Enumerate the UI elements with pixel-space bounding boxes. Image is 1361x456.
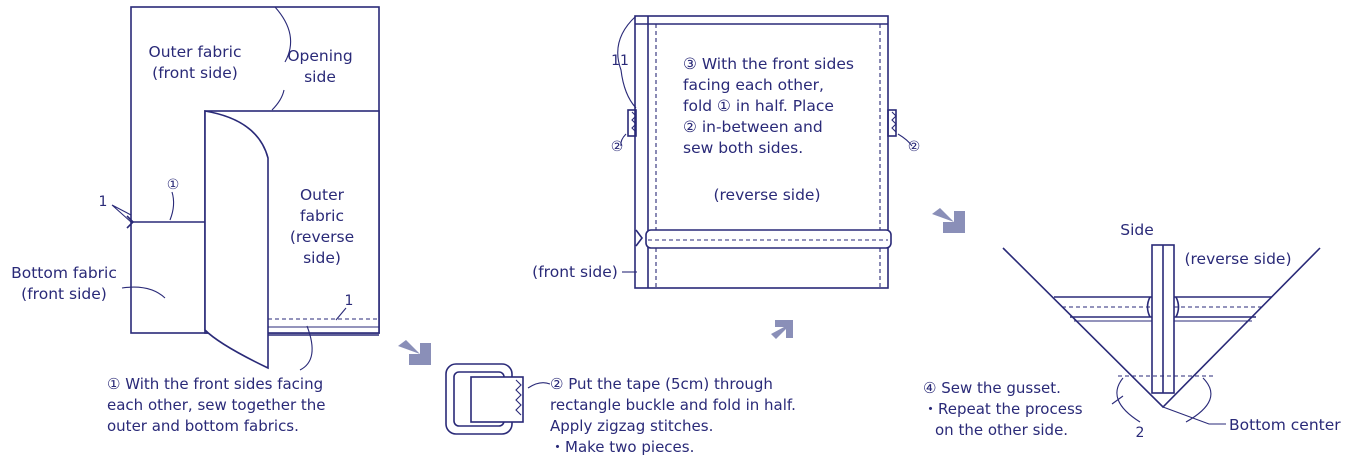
- label-bottom-1: Bottom fabric: [11, 264, 117, 282]
- step2-caption-leader: [527, 382, 551, 389]
- caption-leader: [299, 325, 313, 371]
- step4-caption-line-1: ④ Sew the gusset.: [923, 379, 1061, 397]
- bottom-panel-seam: [645, 229, 892, 249]
- opening-leader-bottom: [271, 89, 285, 111]
- label-outer-front-2: (front side): [152, 64, 238, 82]
- step-arrow-1-icon: [398, 340, 431, 365]
- step1-illustration: Outer fabric (front side) Opening side O…: [11, 6, 380, 435]
- label-outer-rev-4: side): [303, 249, 341, 267]
- label-bottom-center: Bottom center: [1229, 416, 1341, 434]
- tab-right-zigzag: [891, 111, 897, 133]
- zigzag-stitch: [515, 379, 522, 416]
- step2-caption-line-1: ② Put the tape (5cm) through: [550, 375, 773, 393]
- tab-right: [887, 109, 897, 137]
- label-outer-rev-1: Outer: [300, 186, 345, 204]
- step-arrow-3-icon: [932, 208, 965, 233]
- label-bottom-2: (front side): [21, 285, 107, 303]
- dim-2: 2: [1136, 425, 1145, 441]
- dim-left: 1: [99, 194, 108, 210]
- step3-text-line-1: ③ With the front sides: [683, 55, 854, 73]
- step3-illustration: 11 ② ② ③ With the front sides facing eac…: [532, 15, 921, 289]
- bag-body: [634, 15, 889, 289]
- marker-1-leader: [169, 191, 175, 221]
- dim-left-tick: [126, 215, 135, 229]
- marker-right-leader: [897, 133, 913, 147]
- dim-11: 11: [611, 53, 629, 69]
- step4-caption-line-3: on the other side.: [935, 421, 1068, 439]
- step2-caption-line-3: Apply zigzag stitches.: [550, 417, 713, 435]
- tab-left: [627, 109, 637, 137]
- seam-tick: [635, 229, 643, 247]
- label-front-side: (front side): [532, 263, 618, 281]
- marker-2-right: ②: [908, 139, 921, 155]
- dim-11-bracket: [617, 15, 637, 109]
- opening-leader-top: [274, 6, 292, 63]
- step-arrow-2-icon: [771, 320, 793, 339]
- marker-left-leader: [620, 133, 627, 147]
- step1-caption-line-2: each other, sew together the: [107, 396, 326, 414]
- bottom-fabric-leader: [121, 286, 166, 299]
- marker-1: ①: [167, 177, 180, 193]
- folded-flap: [204, 110, 269, 370]
- dim-left-leader: [111, 204, 132, 223]
- tab-left-zigzag: [631, 111, 637, 133]
- step4-caption-leader: [1111, 395, 1124, 405]
- step3-text-line-2: facing each other,: [683, 76, 824, 94]
- step2-caption-line-2: rectangle buckle and fold in half.: [550, 396, 796, 414]
- label-outer-rev-2: fabric: [300, 207, 344, 225]
- step2-illustration: ② Put the tape (5cm) through rectangle b…: [445, 363, 796, 456]
- step3-text-line-3: fold ① in half. Place: [683, 97, 834, 115]
- step3-text-line-4: ② in-between and: [683, 118, 823, 136]
- step2-caption-line-4: ・Make two pieces.: [550, 438, 694, 456]
- seam-bulge: [1146, 296, 1180, 318]
- label-reverse-side: (reverse side): [713, 186, 820, 204]
- label-side: Side: [1120, 221, 1154, 239]
- label-outer-front-1: Outer fabric: [149, 43, 242, 61]
- marker-2-left: ②: [611, 139, 624, 155]
- dim-bottom-leader: [335, 307, 347, 321]
- step1-caption-line-3: outer and bottom fabrics.: [107, 417, 299, 435]
- dim-bottom: 1: [345, 293, 354, 309]
- bottom-center-leader: [1162, 406, 1226, 425]
- label-reverse-side-4: (reverse side): [1184, 250, 1291, 268]
- step4-caption-line-2: ・Repeat the process: [923, 400, 1083, 418]
- step4-illustration: Side (reverse side) 2 Bottom center ④ Se…: [923, 221, 1341, 441]
- step3-text-line-5: sew both sides.: [683, 139, 803, 157]
- step1-caption-line-1: ① With the front sides facing: [107, 375, 323, 393]
- label-opening-2: side: [304, 68, 336, 86]
- label-outer-rev-3: (reverse: [290, 228, 354, 246]
- tape: [470, 376, 524, 423]
- label-opening-1: Opening: [287, 47, 352, 65]
